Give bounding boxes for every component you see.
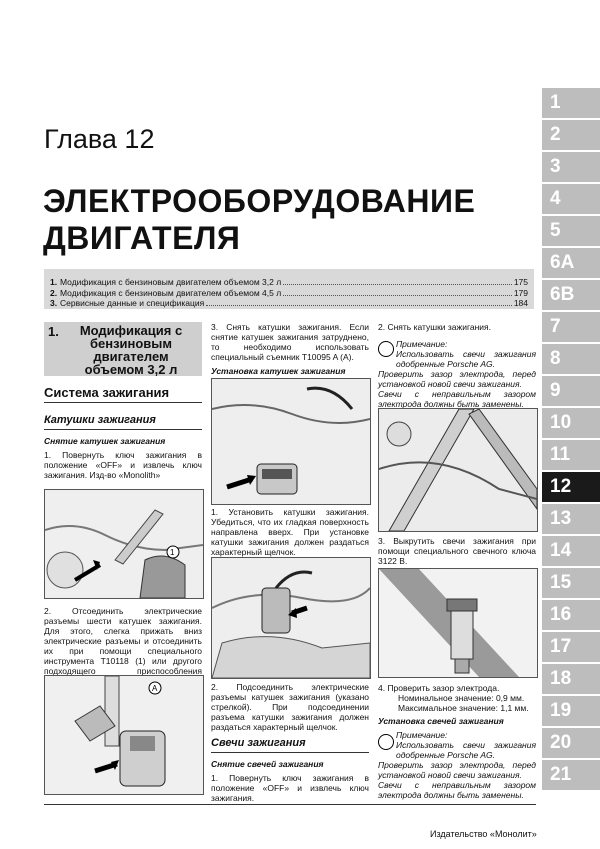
section-heading-box: 1. Модификация с бензиновым двигателем о… bbox=[44, 322, 202, 376]
toc-text: Модификация с бензиновым двигателем объе… bbox=[60, 288, 282, 298]
section-number: 1. bbox=[48, 324, 59, 339]
heading-plug-removal: Снятие свечей зажигания bbox=[211, 759, 324, 769]
chapter-tab-12[interactable]: 12 bbox=[542, 472, 600, 502]
callout-a: A bbox=[152, 684, 158, 693]
heading-ignition-system: Система зажигания bbox=[44, 385, 170, 400]
chapter-tab-17[interactable]: 17 bbox=[542, 632, 600, 662]
toc-row[interactable]: 3.Сервисные данные и спецификация 184 bbox=[50, 298, 528, 309]
chapter-tab-7[interactable]: 7 bbox=[542, 312, 600, 342]
note-line: Проверить зазор электрода, перед установ… bbox=[378, 760, 536, 780]
chapter-tab-9[interactable]: 9 bbox=[542, 376, 600, 406]
toc-text: Сервисные данные и спецификация bbox=[60, 298, 205, 308]
heading-coil-install: Установка катушек зажигания bbox=[211, 366, 346, 376]
toc-page: 179 bbox=[513, 288, 528, 298]
chapter-tab-11[interactable]: 11 bbox=[542, 440, 600, 470]
toc-num: 1. bbox=[50, 277, 58, 287]
figure-connector bbox=[211, 557, 371, 679]
chapter-tab-13[interactable]: 13 bbox=[542, 504, 600, 534]
note-title: Примечание: bbox=[396, 730, 448, 740]
chapter-tab-1[interactable]: 1 bbox=[542, 88, 600, 118]
chapter-tab-18[interactable]: 18 bbox=[542, 664, 600, 694]
chapter-tab-8[interactable]: 8 bbox=[542, 344, 600, 374]
note-line: Свечи с неправильным зазором электрода д… bbox=[378, 780, 536, 800]
title-line-1: ЭЛЕКТРООБОРУДОВАНИЕ bbox=[43, 183, 476, 219]
divider bbox=[44, 402, 202, 403]
chapter-tab-3[interactable]: 3 bbox=[542, 152, 600, 182]
step-text: 1. Повернуть ключ зажигания в положение … bbox=[44, 450, 202, 480]
note-block: Примечание: Использовать свечи зажигания… bbox=[396, 730, 536, 760]
note-line: Использовать свечи зажигания одобренные … bbox=[396, 740, 536, 760]
table-of-contents: 1.Модификация с бензиновым двигателем об… bbox=[44, 269, 534, 309]
note-line: Свечи с неправильным зазором электрода д… bbox=[378, 389, 536, 409]
callout-1: 1 bbox=[170, 548, 175, 557]
figure-coil-connector: A bbox=[44, 675, 204, 795]
toc-row[interactable]: 2.Модификация с бензиновым двигателем об… bbox=[50, 288, 528, 299]
step-text: 3. Выкрутить свечи зажигания при помощи … bbox=[378, 536, 536, 566]
note-line: Использовать свечи зажигания одобренные … bbox=[396, 349, 536, 369]
heading-coils: Катушки зажигания bbox=[44, 414, 156, 426]
note-block: Примечание: Использовать свечи зажигания… bbox=[396, 339, 536, 369]
chapter-tab-2[interactable]: 2 bbox=[542, 120, 600, 150]
chapter-tab-19[interactable]: 19 bbox=[542, 696, 600, 726]
nominal-value: Номинальное значение: 0,9 мм. bbox=[398, 693, 525, 703]
toc-text: Модификация с бензиновым двигателем объе… bbox=[60, 277, 282, 287]
publisher-footer: Издательство «Монолит» bbox=[430, 829, 537, 839]
toc-page: 184 bbox=[513, 298, 528, 308]
chapter-tab-5[interactable]: 5 bbox=[542, 216, 600, 246]
chapter-tab-4[interactable]: 4 bbox=[542, 184, 600, 214]
toc-row[interactable]: 1.Модификация с бензиновым двигателем об… bbox=[50, 277, 528, 288]
chapter-tab-6b[interactable]: 6B bbox=[542, 280, 600, 310]
note-title: Примечание: bbox=[396, 339, 448, 349]
toc-leader bbox=[206, 299, 512, 306]
step-text: 1. Установить катушки зажигания. Убедить… bbox=[211, 507, 369, 557]
note-icon bbox=[378, 734, 394, 750]
chapter-tab-16[interactable]: 16 bbox=[542, 600, 600, 630]
page-title: ЭЛЕКТРООБОРУДОВАНИЕ ДВИГАТЕЛЯ bbox=[43, 183, 475, 257]
heading-coil-removal: Снятие катушек зажигания bbox=[44, 436, 166, 446]
maximum-value: Максимальное значение: 1,1 мм. bbox=[398, 703, 529, 713]
toc-leader bbox=[283, 289, 512, 296]
title-line-2: ДВИГАТЕЛЯ bbox=[43, 220, 241, 256]
note-line: Проверить зазор электрода, перед установ… bbox=[378, 369, 536, 389]
step-text: 1. Повернуть ключ зажигания в положение … bbox=[211, 773, 369, 803]
chapter-tab-14[interactable]: 14 bbox=[542, 536, 600, 566]
figure-key-ignition: 1 bbox=[44, 489, 204, 599]
chapter-tab-20[interactable]: 20 bbox=[542, 728, 600, 758]
chapter-label: Глава 12 bbox=[44, 124, 155, 154]
heading-spark-plugs: Свечи зажигания bbox=[211, 737, 306, 749]
step-text: 3. Снять катушки зажигания. Если снятие … bbox=[211, 322, 369, 362]
step-text: 2. Подсоединить электрические разъемы ка… bbox=[211, 682, 369, 732]
step-text: 2. Снять катушки зажигания. bbox=[378, 322, 492, 332]
chapter-tab-6a[interactable]: 6A bbox=[542, 248, 600, 278]
heading-plug-install: Установка свечей зажигания bbox=[378, 716, 504, 726]
chapter-tab-21[interactable]: 21 bbox=[542, 760, 600, 790]
toc-leader bbox=[283, 278, 512, 285]
figure-coil-install bbox=[211, 378, 371, 505]
step-text: 2. Отсоединить электрические разъемы шес… bbox=[44, 606, 202, 686]
section-title: Модификация с бензиновым двигателем объе… bbox=[79, 323, 183, 377]
toc-num: 2. bbox=[50, 288, 58, 298]
figure-spark-plug bbox=[378, 568, 538, 678]
divider bbox=[44, 429, 202, 430]
chapter-tab-15[interactable]: 15 bbox=[542, 568, 600, 598]
figure-spark-plug-wrench bbox=[378, 408, 538, 532]
chapter-tab-10[interactable]: 10 bbox=[542, 408, 600, 438]
footer-divider bbox=[44, 804, 536, 805]
note-icon bbox=[378, 341, 394, 357]
toc-num: 3. bbox=[50, 298, 58, 308]
divider bbox=[211, 752, 369, 753]
toc-page: 175 bbox=[513, 277, 528, 287]
step-text: 4. Проверить зазор электрода. bbox=[378, 683, 500, 693]
